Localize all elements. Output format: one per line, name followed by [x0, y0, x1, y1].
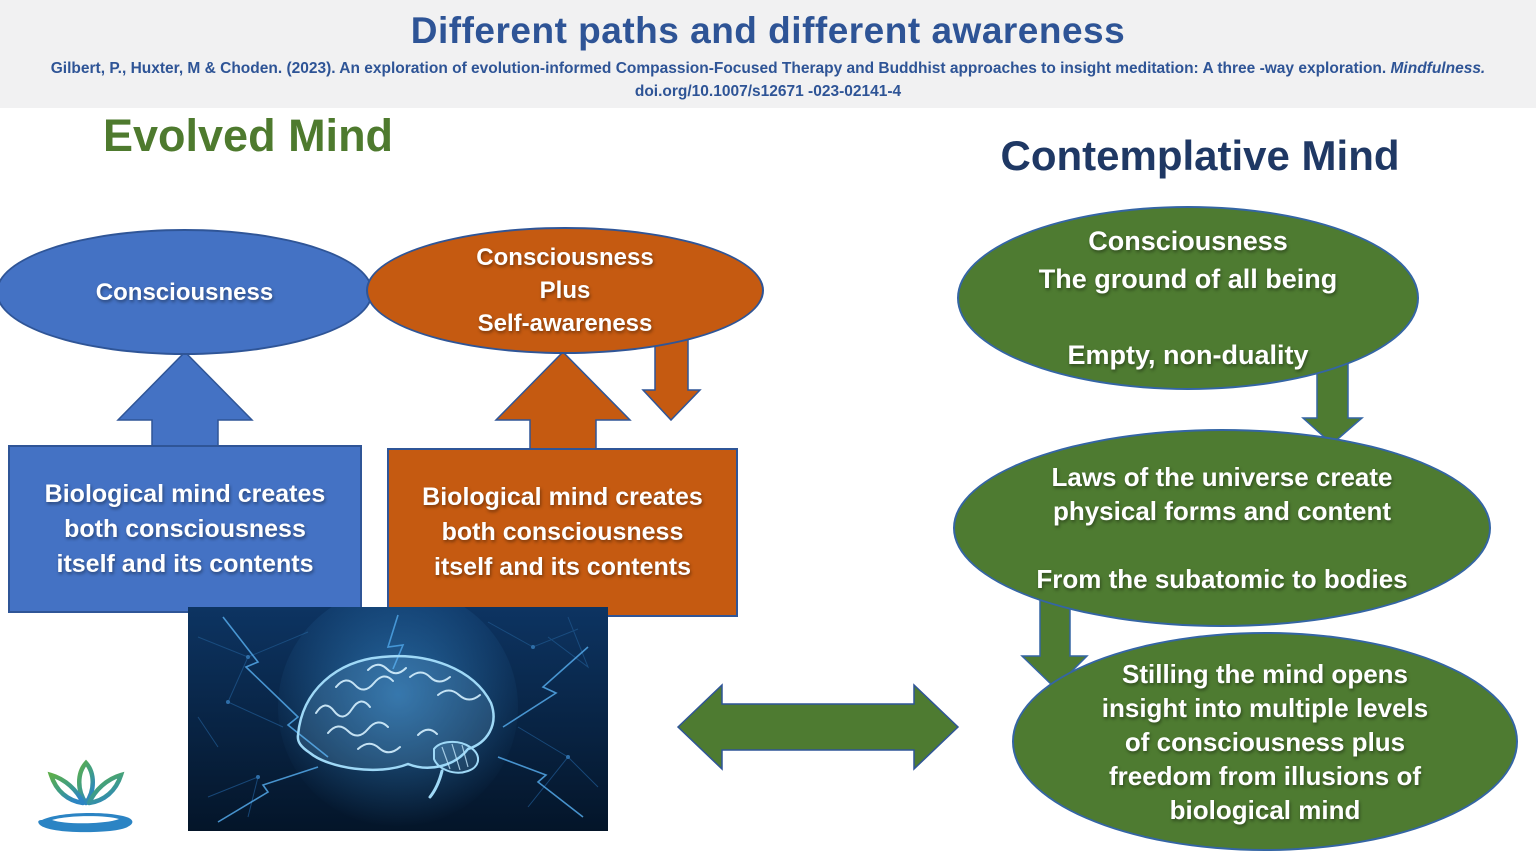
- header-band: [0, 0, 1536, 108]
- double-arrow-icon: [676, 683, 960, 771]
- green-ellipse-stilling-mind: Stilling the mind opens insight into mul…: [1012, 632, 1518, 851]
- stilling-line1: Stilling the mind opens: [1122, 658, 1408, 689]
- laws-line3: From the subatomic to bodies: [1036, 564, 1408, 594]
- consciousness-plus-ellipse: Consciousness Plus Self-awareness: [366, 227, 764, 354]
- laws-line1: Laws of the universe create: [1051, 462, 1393, 492]
- biological-mind-box-blue: Biological mind creates both consciousne…: [8, 445, 362, 613]
- stilling-line4: freedom from illusions of: [1108, 760, 1422, 791]
- consciousness-ellipse: Consciousness: [0, 229, 373, 355]
- up-arrow-orange-icon: [494, 350, 632, 450]
- consciousness-plus-line1: Consciousness: [476, 244, 654, 271]
- bio-orange-line1: Biological mind creates: [422, 483, 703, 511]
- contemplative-mind-heading: Contemplative Mind: [1000, 132, 1400, 179]
- stilling-line3: of consciousness plus: [1124, 726, 1406, 757]
- consciousness-plus-line2: Plus: [539, 277, 591, 304]
- green-ellipse-ground-of-being: Consciousness The ground of all being Em…: [957, 206, 1419, 390]
- doi-line: doi.org/10.1007/s12671 -023-02141-4: [634, 83, 902, 100]
- slide-title: Different paths and different awareness: [410, 10, 1126, 51]
- stilling-line2: insight into multiple levels: [1101, 692, 1429, 723]
- ground-line1: Consciousness: [1088, 226, 1288, 256]
- consciousness-plus-line3: Self-awareness: [477, 310, 653, 337]
- bio-blue-line2: both consciousness: [64, 514, 306, 543]
- evolved-mind-heading: Evolved Mind: [103, 110, 394, 161]
- green-ellipse-laws-of-universe: Laws of the universe create physical for…: [953, 429, 1491, 627]
- down-arrow-green-1-icon: [1301, 357, 1365, 445]
- citation-line: Gilbert, P., Huxter, M & Choden. (2023).…: [20, 60, 1516, 78]
- bio-blue-line3: itself and its contents: [56, 549, 314, 578]
- down-arrow-orange-icon: [641, 332, 702, 422]
- bio-blue-line1: Biological mind creates: [44, 479, 326, 508]
- stilling-line5: biological mind: [1169, 794, 1361, 825]
- citation-text: Gilbert, P., Huxter, M & Choden. (2023).…: [50, 60, 1391, 77]
- bio-orange-line3: itself and its contents: [434, 553, 691, 581]
- lotus-logo-icon: [38, 759, 133, 833]
- biological-mind-box-orange: Biological mind creates both consciousne…: [387, 448, 738, 617]
- ground-line3: Empty, non-duality: [1067, 340, 1309, 370]
- citation-journal: Mindfulness.: [1390, 60, 1486, 77]
- brain-image: [188, 607, 608, 831]
- bio-orange-line2: both consciousness: [441, 518, 684, 546]
- laws-line2: physical forms and content: [1052, 496, 1392, 526]
- consciousness-label: Consciousness: [95, 278, 274, 306]
- ground-line2: The ground of all being: [1038, 264, 1338, 294]
- up-arrow-blue-icon: [116, 350, 254, 450]
